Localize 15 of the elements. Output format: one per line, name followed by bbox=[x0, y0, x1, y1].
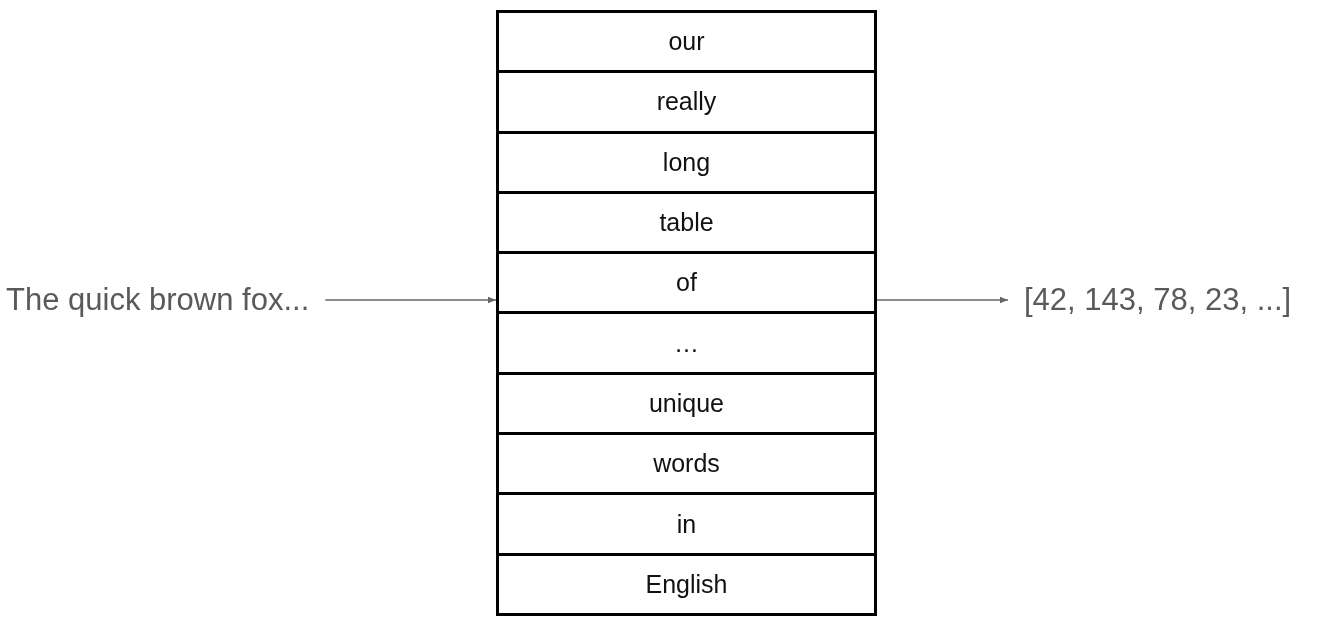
text-label: The quick brown fox... bbox=[6, 276, 380, 324]
word-text: … bbox=[674, 328, 699, 358]
word-text: words bbox=[653, 449, 720, 479]
text-label: [42, 143, 78, 23, ...] bbox=[1024, 276, 1330, 324]
arrow bbox=[876, 296, 1009, 304]
word-text: in bbox=[676, 509, 697, 539]
word-table bbox=[496, 10, 877, 616]
word-text: long bbox=[662, 147, 711, 177]
word-text: our bbox=[668, 27, 705, 57]
arrow bbox=[324, 296, 497, 304]
word-text: really bbox=[656, 87, 717, 117]
word-text: unique bbox=[648, 388, 725, 418]
word-text: English bbox=[645, 569, 728, 599]
word-text: of bbox=[676, 268, 697, 298]
word-text: table bbox=[659, 208, 714, 238]
